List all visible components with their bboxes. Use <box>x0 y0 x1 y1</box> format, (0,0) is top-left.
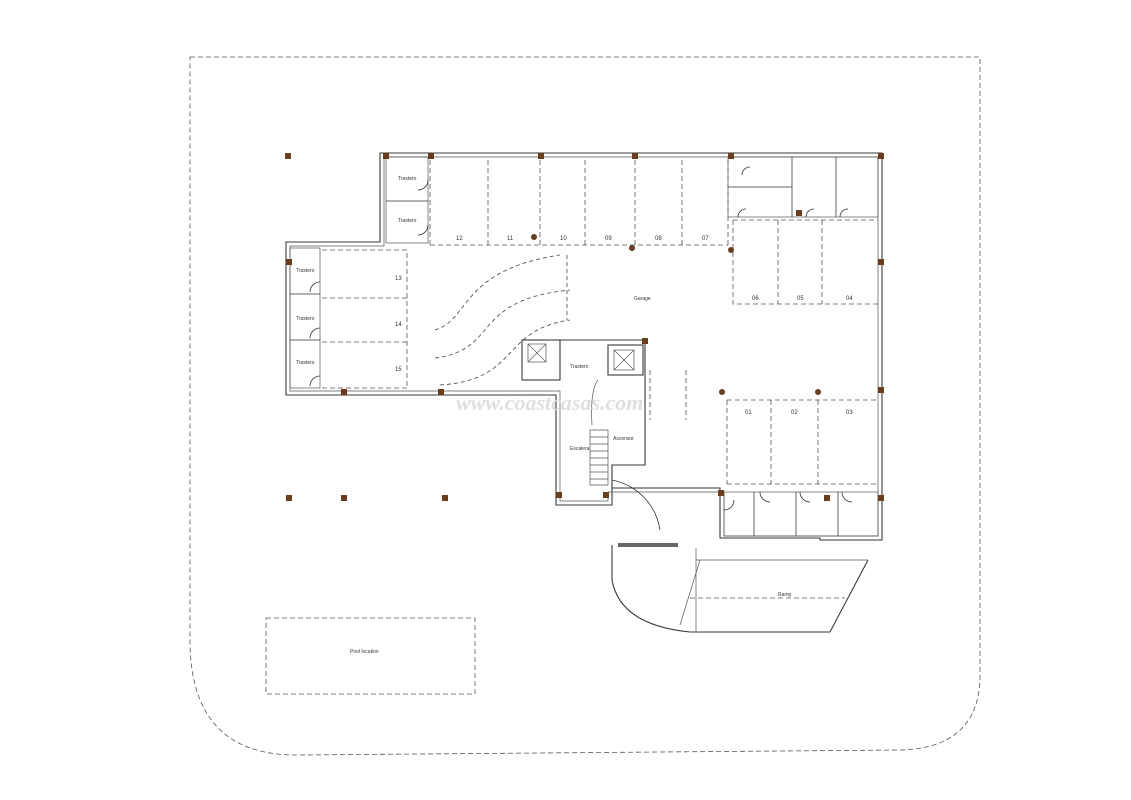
storage-rooms-bottom-right <box>723 491 879 537</box>
storage-label: Trastero <box>296 268 315 274</box>
parking-space-number: 04 <box>846 296 853 302</box>
parking-space-number: 01 <box>745 410 752 416</box>
parking-right-lower: 01 02 03 <box>726 399 878 485</box>
storage-rooms-top-left: Trastero Trastero <box>385 156 429 244</box>
parking-space-number: 03 <box>846 410 853 416</box>
storage-rooms-left: Trastero Trastero Trastero <box>289 247 321 389</box>
traffic-line <box>649 370 687 420</box>
storage-label: Trastero <box>570 364 589 370</box>
elevator-label: Ascensor <box>613 436 634 442</box>
building-outline <box>285 152 883 541</box>
pool-area: Pool location <box>265 617 476 695</box>
parking-space-number: 11 <box>507 236 514 242</box>
building-core: Trastero Escalera Ascensor <box>521 339 661 531</box>
storage-label: Trastero <box>296 316 315 322</box>
watermark-text: www.coastcasas.com <box>456 390 643 415</box>
pool-label: Pool location <box>350 649 379 655</box>
parking-space-number: 06 <box>752 296 759 302</box>
parking-top-row: 12 11 10 09 08 07 <box>429 160 729 246</box>
parking-space-number: 14 <box>395 322 402 328</box>
parking-space-number: 07 <box>702 236 709 242</box>
parking-space-number: 12 <box>456 236 463 242</box>
stairs-label: Escalera <box>570 446 590 452</box>
entrance-ramp: Ramp Garage <box>611 296 869 633</box>
parking-space-number: 10 <box>560 236 567 242</box>
ramp-curves <box>434 254 571 386</box>
parking-space-number: 08 <box>655 236 662 242</box>
structural-columns <box>285 153 884 501</box>
parking-space-number: 09 <box>605 236 612 242</box>
parking-space-number: 05 <box>797 296 804 302</box>
garage-label: Garage <box>634 296 651 302</box>
parking-space-number: 02 <box>791 410 798 416</box>
parking-space-number: 15 <box>395 367 402 373</box>
storage-label: Trastero <box>296 360 315 366</box>
storage-rooms-top-right <box>727 156 879 218</box>
parking-right-upper: 06 05 04 <box>732 219 878 305</box>
parking-left-column: 13 14 15 <box>322 249 408 389</box>
storage-label: Trastero <box>398 218 417 224</box>
parking-space-number: 13 <box>395 276 402 282</box>
ramp-label: Ramp <box>778 592 792 598</box>
storage-label: Trastero <box>398 176 417 182</box>
